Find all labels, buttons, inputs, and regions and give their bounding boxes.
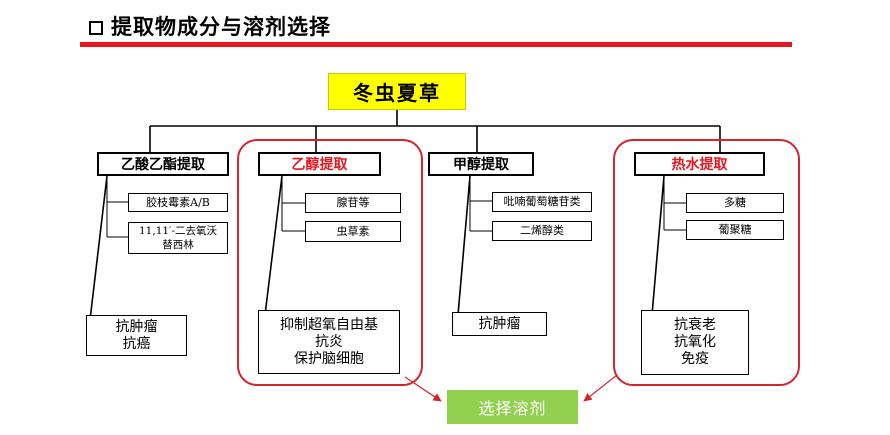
effect-box-methanol: 抗肿瘤 xyxy=(452,312,547,336)
effect-text: 抗炎 xyxy=(315,333,343,350)
effect-text: 抗氧化 xyxy=(674,334,716,350)
effect-text: 抑制超氧自由基 xyxy=(280,316,378,333)
hotwater-group-outline xyxy=(613,139,800,386)
select-solvent-box: 选择溶剂 xyxy=(447,390,578,424)
effect-text: 免疫 xyxy=(681,351,709,367)
method-ethanol: 乙醇提取 xyxy=(258,152,381,176)
ethanol-group-outline xyxy=(237,139,423,386)
effect-text: 抗肿瘤 xyxy=(478,315,521,332)
component-box: 多糖 xyxy=(686,193,784,213)
effect-box-ethanol: 抑制超氧自由基 抗炎 保护脑细胞 xyxy=(258,310,400,374)
method-ethyl-acetate: 乙酸乙酯提取 xyxy=(97,152,229,176)
method-methanol: 甲醇提取 xyxy=(428,152,534,176)
component-box: 虫草素 xyxy=(305,221,401,242)
effect-box-hot-water: 抗衰老 抗氧化 免疫 xyxy=(641,310,749,375)
checkbox-square-icon xyxy=(89,21,103,35)
page-title: 提取物成分与溶剂选择 xyxy=(89,11,331,41)
component-box: 葡聚糖 xyxy=(686,220,784,240)
component-box: 11,11′-二去氧沃 替西林 xyxy=(128,222,228,254)
method-hot-water: 热水提取 xyxy=(634,152,765,176)
component-box: 二烯醇类 xyxy=(492,221,592,241)
component-box: 胶枝霉素A/B xyxy=(128,193,228,212)
title-underline xyxy=(80,42,792,47)
effect-text: 抗衰老 xyxy=(674,317,716,333)
component-box: 吡喃葡萄糖苷类 xyxy=(492,192,592,212)
effect-text: 保护脑细胞 xyxy=(294,350,364,367)
effect-text: 抗癌 xyxy=(122,335,151,352)
effect-box-ethyl-acetate: 抗肿瘤 抗癌 xyxy=(86,315,187,356)
effect-text: 抗肿瘤 xyxy=(115,318,158,335)
root-node: 冬虫夏草 xyxy=(328,73,466,110)
component-box: 腺苷等 xyxy=(305,193,401,213)
page-title-text: 提取物成分与溶剂选择 xyxy=(111,15,331,39)
